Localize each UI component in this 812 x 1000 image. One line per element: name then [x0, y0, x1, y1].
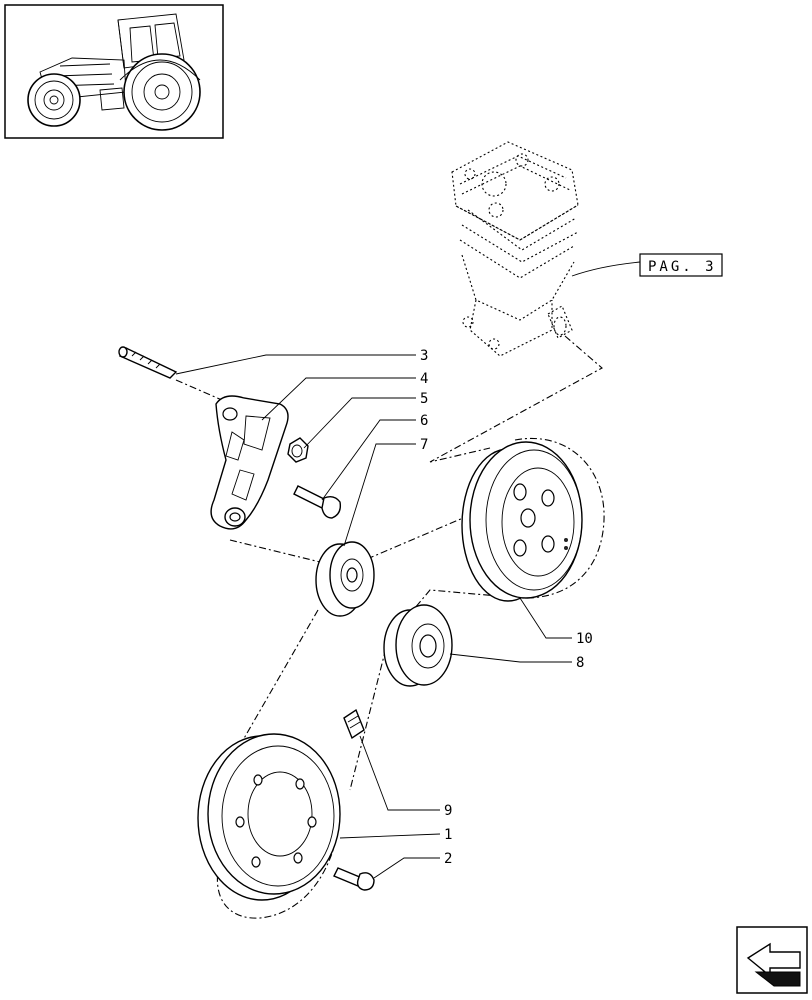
idler-pulley-part — [315, 541, 375, 617]
callout-6: 6 — [420, 413, 428, 429]
next-page-arrow-icon[interactable] — [736, 926, 808, 994]
callout-leaders — [175, 354, 572, 879]
key-part — [343, 708, 365, 740]
callout-9: 9 — [444, 803, 452, 819]
callout-3: 3 — [420, 348, 428, 364]
page-reference-box[interactable]: PAG. 3 — [639, 253, 723, 277]
tensioner-pulley-part — [383, 604, 453, 687]
callout-numbers: 3 4 5 6 7 10 8 9 1 2 — [420, 348, 593, 867]
crankshaft-pulley-part — [197, 733, 341, 901]
stud-part — [118, 346, 178, 379]
page-reference-label: PAG. 3 — [648, 259, 717, 275]
callout-1: 1 — [444, 827, 452, 843]
bolt-part — [333, 867, 375, 891]
callout-2: 2 — [444, 851, 452, 867]
bracket-part — [210, 395, 289, 530]
callout-8: 8 — [576, 655, 584, 671]
callout-10: 10 — [576, 631, 593, 647]
screw-part — [293, 485, 342, 519]
compressor-reference — [451, 141, 641, 357]
callout-7: 7 — [420, 437, 428, 453]
nut-part — [287, 437, 309, 463]
large-pulley-part — [461, 441, 583, 602]
callout-4: 4 — [420, 371, 428, 387]
callout-5: 5 — [420, 391, 428, 407]
tractor-thumbnail-icon[interactable] — [4, 4, 224, 139]
